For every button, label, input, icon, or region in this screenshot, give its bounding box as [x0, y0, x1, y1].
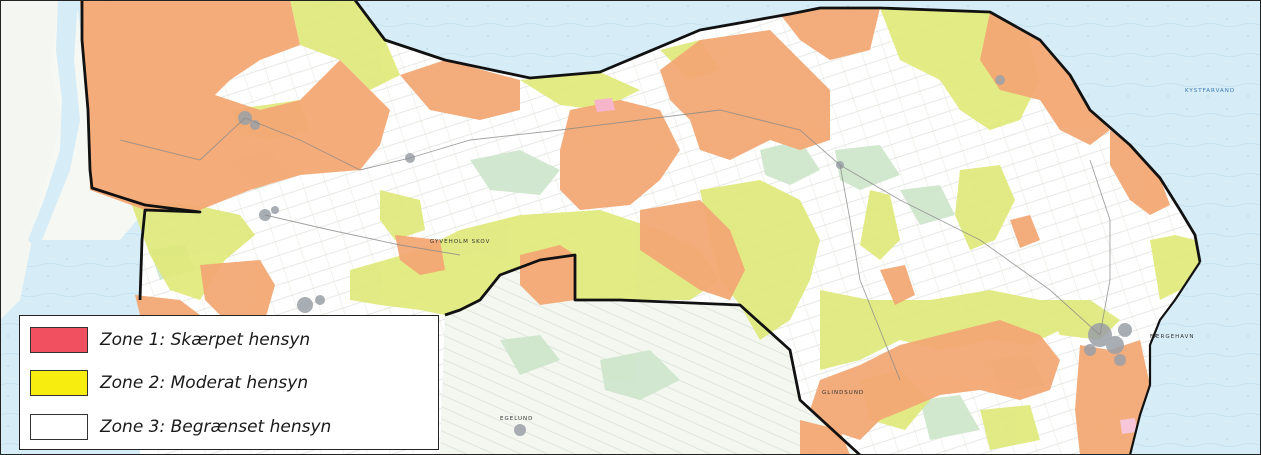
municipality-border — [353, 0, 1202, 263]
legend-label-zone2: Zone 2: Moderat hensyn — [100, 373, 309, 393]
place-label-egelund: EGELUND — [500, 416, 533, 422]
land-west-strip — [0, 0, 62, 320]
legend-label-zone3: Zone 3: Begrænset hensyn — [100, 417, 332, 437]
legend-swatch-zone3 — [30, 414, 88, 440]
place-label-gyveholm: GYVEHOLM SKOV — [430, 239, 490, 245]
legend-item-zone1: Zone 1: Skærpet hensyn — [30, 325, 310, 355]
water-label: KYSTFARVAND — [1185, 88, 1235, 94]
map-legend: Zone 1: Skærpet hensyn Zone 2: Moderat h… — [19, 315, 439, 450]
legend-swatch-zone1 — [30, 327, 88, 353]
pink-patch-south — [1120, 418, 1137, 434]
zone1-orange-areas — [80, 0, 1170, 455]
place-label-glindsund: GLINDSUND — [822, 390, 864, 396]
place-label-faergehavn: FÆRGEHAVN — [1150, 334, 1195, 340]
pink-patch — [594, 98, 615, 112]
fjord — [28, 0, 80, 250]
legend-item-zone3: Zone 3: Begrænset hensyn — [30, 412, 331, 442]
roads — [119, 109, 1111, 381]
legend-item-zone2: Zone 2: Moderat hensyn — [30, 368, 308, 398]
legend-label-zone1: Zone 1: Skærpet hensyn — [100, 330, 311, 350]
legend-swatch-zone2 — [30, 370, 88, 396]
